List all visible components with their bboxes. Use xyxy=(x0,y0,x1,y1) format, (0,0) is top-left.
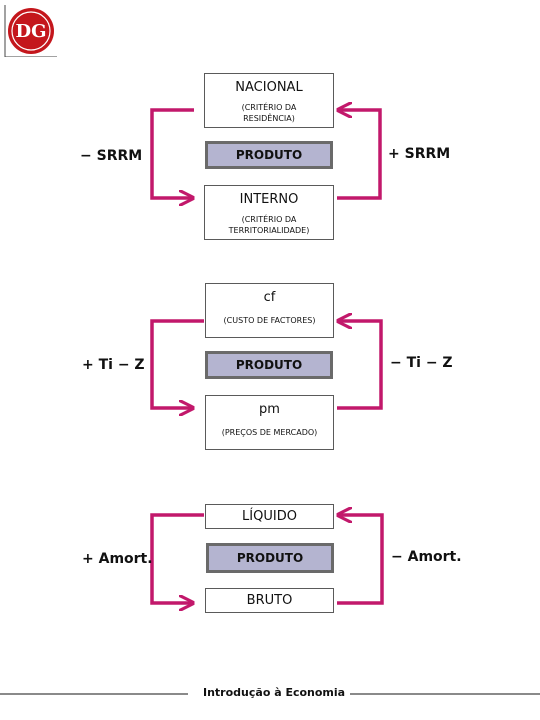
cf-subtitle: (CUSTO DE FACTORES) xyxy=(223,316,316,325)
pm-box: pm (PREÇOS DE MERCADO) xyxy=(205,395,334,450)
bruto-title: BRUTO xyxy=(246,593,293,608)
produto-box-3: PRODUTO xyxy=(206,543,334,573)
arrow-left-3 xyxy=(150,513,204,603)
pm-title: pm xyxy=(259,402,280,417)
arrow-right-1 xyxy=(337,110,382,200)
interno-title: INTERNO xyxy=(239,192,299,207)
interno-subtitle: (CRITÉRIO DA TERRITORIALIDADE) xyxy=(228,215,310,235)
left-label-3: + Amort. xyxy=(82,551,153,567)
arrow-left-1 xyxy=(150,108,194,198)
left-label-2: + Ti − Z xyxy=(82,357,145,373)
footer-line-left xyxy=(0,693,188,695)
pm-subtitle: (PREÇOS DE MERCADO) xyxy=(221,428,318,437)
cf-title: cf xyxy=(263,290,276,305)
liquido-title: LÍQUIDO xyxy=(242,509,297,524)
nacional-subtitle: (CRITÉRIO DA RESIDÊNCIA) xyxy=(241,103,297,123)
produto-box-1: PRODUTO xyxy=(205,141,333,169)
bruto-box: BRUTO xyxy=(205,588,334,613)
produto-box-2: PRODUTO xyxy=(205,351,333,379)
right-label-1: + SRRM xyxy=(388,146,451,162)
interno-box: INTERNO (CRITÉRIO DA TERRITORIALIDADE) xyxy=(204,185,334,240)
logo-text: DG xyxy=(16,21,47,42)
footer-text: Introdução à Economia xyxy=(203,686,346,699)
right-label-2: − Ti − Z xyxy=(390,355,453,371)
liquido-box: LÍQUIDO xyxy=(205,504,334,529)
cf-box: cf (CUSTO DE FACTORES) xyxy=(205,283,334,338)
left-label-1: − SRRM xyxy=(80,148,143,164)
arrow-left-2 xyxy=(150,319,204,408)
footer-line-right xyxy=(350,693,540,695)
logo-icon: DG xyxy=(4,5,57,57)
arrow-right-2 xyxy=(337,321,383,410)
nacional-title: NACIONAL xyxy=(235,80,303,95)
right-label-3: − Amort. xyxy=(391,549,462,565)
nacional-box: NACIONAL (CRITÉRIO DA RESIDÊNCIA) xyxy=(204,73,334,128)
arrow-right-3 xyxy=(337,515,384,605)
